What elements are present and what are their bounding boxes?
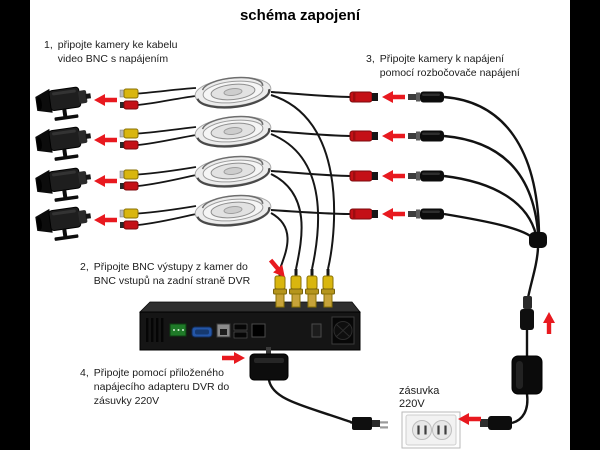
outlet-label-line-2: 220V [399,398,425,410]
adapter-wall-plug-icon [352,417,388,430]
dvr-vent [151,318,154,342]
step-1-line-1: připojte kamery ke kabelu [57,39,178,51]
letterbox-right [570,0,600,450]
bnc-plug-icon [305,268,319,308]
bnc-power-connector-pair-icon [119,169,139,191]
power-splitter-cables [443,95,541,425]
arrow-left-icon [94,94,117,106]
cable-coil-icon [192,190,274,231]
step-2-number: 2, [80,261,89,273]
diagram-title: schéma zapojení [239,7,361,24]
dvr-fan-grille [331,316,355,345]
step-2-text: Připojte BNC výstupy z kamer do BNC vstu… [94,260,250,288]
power-socket-red-icon [349,91,379,103]
step-3-line-2: pomocí rozbočovače napájení [379,67,520,79]
step-1-text: připojte kamery ke kabelu video BNC s na… [58,38,178,66]
bnc-plug-icon [321,268,335,308]
bnc-power-connector-pair-icon [119,128,139,150]
camera-icon [33,82,94,124]
dvr-vent [146,318,149,342]
step-4-line-1: Připojte pomocí přiloženého [93,367,224,379]
power-socket-red-icon [349,130,379,142]
dvr-vent [156,318,159,342]
dvr-vga-port [191,326,213,338]
outlet-label: zásuvka 220V [399,385,439,411]
dvr-vent [161,318,164,342]
inline-power-adapter [511,355,543,395]
dc-plug-icon [408,130,444,142]
power-socket-red-icon [349,170,379,182]
step-3-number: 3, [366,53,375,65]
step-4-text: Připojte pomocí přiloženého napájecího a… [94,366,229,408]
step-3-text: Připojte kamery k napájení pomocí rozboč… [380,52,520,80]
camera-to-coil-cables [137,87,197,226]
arrow-left-icon [382,91,405,103]
letterbox-left [0,0,30,450]
note-step-4: 4, Připojte pomocí přiloženého napájecíh… [80,366,229,408]
dvr-power-switch [311,323,322,338]
step-4-line-2: napájecího adapteru DVR do [93,381,230,393]
step-2-line-1: Připojte BNC výstupy z kamer do [93,261,248,273]
arrow-left-icon [94,214,117,226]
arrow-up-icon [543,312,555,334]
camera-icon [33,202,94,244]
cable-coil-icon [192,72,274,113]
arrow-left-icon [94,134,117,146]
camera-icon [33,122,94,164]
dvr-unit [139,301,361,351]
step-2-line-2: BNC vstupů na zadní straně DVR [93,275,251,287]
splitter-wall-plug-icon [480,416,512,430]
dc-plug-icon [408,170,444,182]
arrow-left-icon [94,175,117,187]
splitter-joint [529,232,547,248]
dvr-usb-port [233,323,248,331]
dvr-ethernet-port [216,323,231,338]
barrel-connector-male [523,296,532,309]
bnc-power-connector-pair-icon [119,88,139,110]
dvr-power-inlet [251,323,266,338]
arrow-left-icon [458,413,481,425]
dc-plug-icon [408,91,444,103]
dvr-terminal-block [169,323,187,337]
note-step-3: 3, Připojte kamery k napájení pomocí roz… [366,52,520,80]
wall-outlet-icon [401,411,461,449]
cable-coil-icon [192,151,274,192]
outlet-label-line-1: zásuvka [399,385,440,397]
step-4-line-3: zásuvky 220V [93,395,160,407]
note-step-1: 1, připojte kamery ke kabelu video BNC s… [44,38,177,66]
arrow-left-icon [382,208,405,220]
coil-to-power-socket-cables [270,91,351,215]
arrow-left-icon [382,130,405,142]
cable-coil-icon [192,111,274,152]
step-1-number: 1, [44,39,53,51]
adapter-to-outlet-cable [267,379,353,425]
step-3-line-1: Připojte kamery k napájení [379,53,505,65]
dvr-usb-port [233,331,248,339]
coil-to-dvr-video-cables [270,94,336,270]
barrel-connector-female [520,309,534,330]
step-1-line-2: video BNC s napájením [57,53,169,65]
bnc-power-connector-pair-icon [119,208,139,230]
step-4-number: 4, [80,367,89,379]
bnc-plug-icon [289,268,303,308]
dc-plug-icon [408,208,444,220]
camera-icon [33,163,94,205]
arrow-left-icon [382,170,405,182]
note-step-2: 2, Připojte BNC výstupy z kamer do BNC v… [80,260,250,288]
dvr-power-adapter [249,347,289,381]
arrow-right-icon [222,352,245,364]
power-socket-red-icon [349,208,379,220]
